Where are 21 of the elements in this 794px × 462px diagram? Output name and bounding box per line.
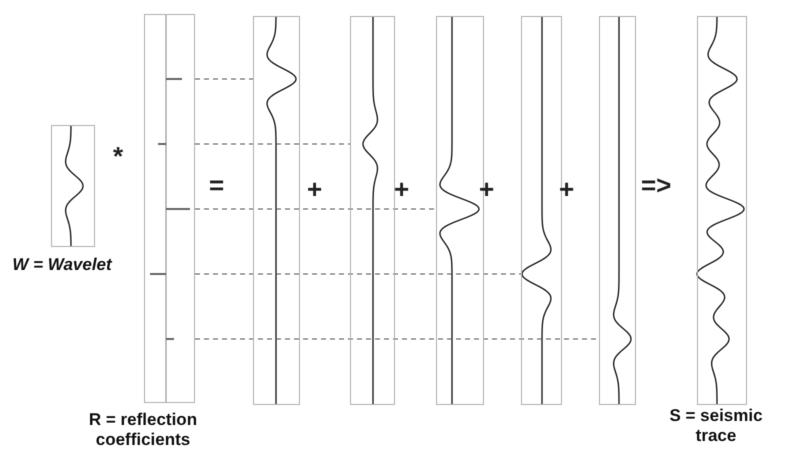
operator-symbol: +: [307, 176, 322, 202]
trace-panel: [51, 125, 95, 247]
operator-symbol: +: [479, 176, 494, 202]
operator-symbol: *: [113, 143, 124, 169]
panel-caption: W = Wavelet: [11, 255, 114, 275]
trace-panel: [521, 16, 562, 405]
trace-panel: [599, 16, 636, 405]
operator-symbol: =: [209, 172, 224, 198]
reflectivity-panel: [144, 14, 195, 403]
operator-symbol: +: [559, 176, 574, 202]
panel-caption: R = reflection coefficients: [88, 410, 198, 450]
trace-panel: [350, 16, 395, 405]
operator-symbol: +: [394, 176, 410, 202]
leader-line: [195, 273, 521, 275]
leader-line: [195, 338, 599, 340]
leader-line: [195, 208, 436, 210]
panel-caption: S = seismic trace: [668, 406, 764, 446]
leader-line: [195, 78, 253, 80]
operator-symbol: =>: [641, 172, 672, 198]
leader-line: [195, 143, 350, 145]
trace-panel: [253, 16, 300, 405]
